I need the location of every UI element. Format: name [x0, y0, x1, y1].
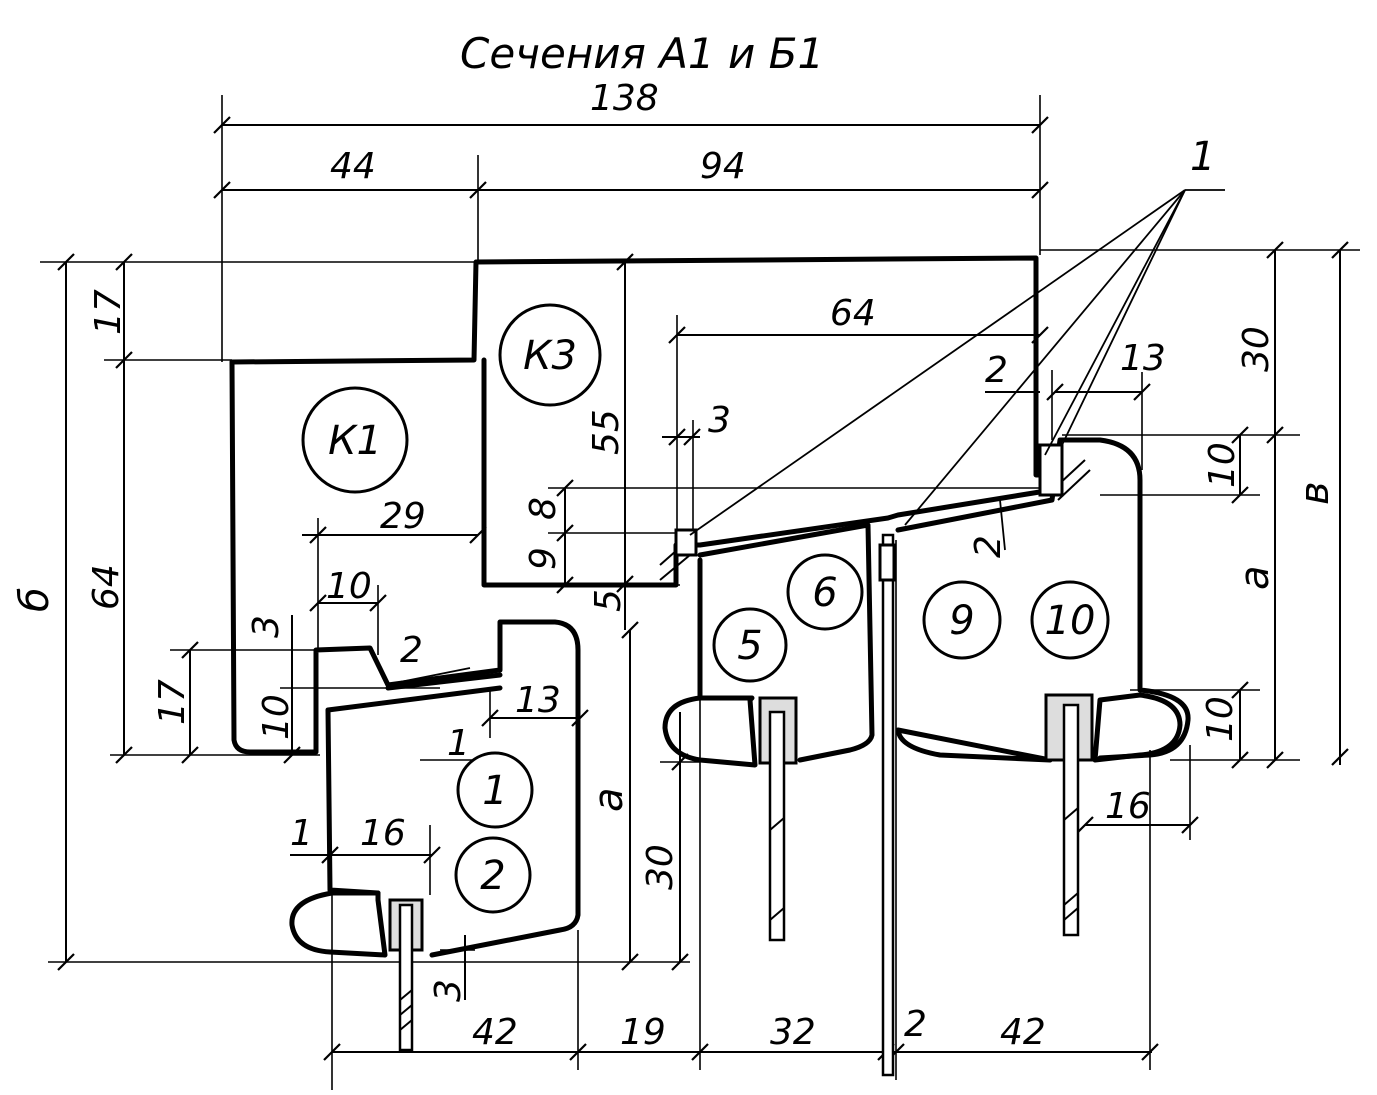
dim-55: 55 [586, 253, 640, 630]
label-K1: К1 [301, 386, 409, 494]
dim-2-right-mid-label: 2 [968, 535, 1009, 558]
dim-64-left: 64 [86, 360, 320, 764]
svg-text:5: 5 [737, 623, 762, 669]
dim-16-bottom: 1 16 [290, 813, 441, 895]
label-9: 9 [922, 580, 1002, 660]
dim-94: 94 [478, 146, 1049, 199]
dim-16-bottom-label: 16 [360, 813, 406, 854]
dim-10-left-label: 10 [256, 694, 297, 740]
bottom-32-label: 32 [770, 1012, 816, 1053]
dim-55-label: 55 [586, 409, 627, 455]
dim-2-right-top: 2 [985, 350, 1053, 440]
bottom-19-label: 19 [620, 1012, 666, 1053]
dim-1-mid-label: 1 [447, 723, 470, 764]
dim-17-top: 17 [88, 253, 232, 369]
svg-text:К3: К3 [523, 333, 577, 379]
label-1: 1 [456, 751, 534, 829]
dim-a-mid-letter: а [586, 787, 632, 812]
label-5: 5 [712, 607, 788, 683]
sash-left-upper-edge [385, 672, 503, 691]
callout-1: 1 [689, 134, 1225, 536]
dim-1-bottom-label: 1 [290, 813, 313, 854]
svg-text:К1: К1 [328, 418, 382, 464]
dim-44: 44 [213, 146, 487, 262]
svg-text:6: 6 [812, 570, 837, 616]
dim-10-right-top-label: 10 [1202, 442, 1243, 488]
dim-3-glass: 3 [662, 400, 731, 540]
dim-8-label: 8 [523, 497, 564, 520]
dim-29: 29 [302, 496, 487, 650]
dim-16-right-label: 16 [1105, 786, 1151, 827]
bottom-42-left-label: 42 [472, 1012, 518, 1053]
sash-right-profile [895, 437, 1191, 763]
label-10: 10 [1030, 580, 1110, 660]
dim-13-right: 13 [1046, 338, 1166, 470]
dim-3-glass-label: 3 [708, 400, 731, 441]
svg-text:9: 9 [949, 598, 974, 644]
dim-10-notch-label: 10 [326, 566, 372, 607]
seal-middle [662, 695, 758, 768]
dim-10-notch: 10 [309, 566, 387, 655]
dim-16-right: 16 [1076, 745, 1199, 840]
dim-2-right-top-label: 2 [985, 350, 1008, 391]
dim-2-notch-label: 2 [400, 630, 423, 671]
dim-10-right-bottom-label: 10 [1200, 696, 1241, 742]
dim-3-notch-label: 3 [246, 615, 287, 638]
dim-30-mid-label: 30 [640, 844, 681, 890]
dim-17-top-label: 17 [88, 289, 129, 335]
dim-13-right-label: 13 [1120, 338, 1166, 379]
dim-13-mid: 13 [481, 680, 589, 738]
dim-17-left: 17 [152, 641, 320, 764]
seal-left-bottom [289, 890, 388, 958]
dim-30-right-label: 30 [1236, 326, 1277, 372]
dim-138-label: 138 [590, 78, 659, 119]
drawing-title: Сечения А1 и Б1 [460, 29, 824, 78]
label-K3: К3 [498, 303, 602, 407]
dim-a-right-letter: а [1232, 565, 1278, 590]
dim-30-mid: 30 [640, 712, 700, 971]
seal-right [1092, 692, 1183, 763]
dim-v-right: в [1040, 241, 1360, 766]
glass-panes [388, 533, 1094, 1077]
dim-138: 138 [213, 78, 1049, 362]
dim-9-label: 9 [523, 547, 564, 570]
label-6: 6 [786, 553, 864, 631]
dim-30-right: 30 [1062, 241, 1300, 444]
dim-17-left-label: 17 [152, 679, 193, 725]
dim-94-label: 94 [700, 146, 746, 187]
bottom-2-label: 2 [904, 1004, 927, 1045]
svg-text:1: 1 [482, 768, 507, 814]
frame-profile [229, 255, 1055, 588]
svg-text:10: 10 [1045, 598, 1096, 644]
frame-lower-profile [229, 359, 581, 958]
dim-29-label: 29 [380, 496, 426, 537]
dim-5-label: 5 [588, 589, 629, 612]
dim-a-right: а [1170, 435, 1300, 769]
dim-44-label: 44 [330, 146, 376, 187]
callout-1-label: 1 [1190, 134, 1215, 180]
dim-10-right-top: 10 [1100, 426, 1260, 504]
svg-text:2: 2 [480, 853, 505, 899]
dim-b-left: б [12, 253, 690, 971]
sash-middle-profile [697, 522, 875, 763]
dim-64-left-label: 64 [86, 564, 127, 610]
label-2: 2 [454, 836, 532, 914]
bottom-42-right-label: 42 [1000, 1012, 1046, 1053]
dim-13-mid-label: 13 [515, 680, 561, 721]
dim-3-bottom: 3 [428, 935, 475, 1002]
dim-b-letter: б [12, 587, 58, 612]
dim-64-top-label: 64 [830, 293, 876, 334]
dim-3-bottom-label: 3 [428, 979, 469, 1002]
dim-a-mid: а [586, 621, 639, 971]
dim-v-letter: в [1292, 481, 1338, 505]
